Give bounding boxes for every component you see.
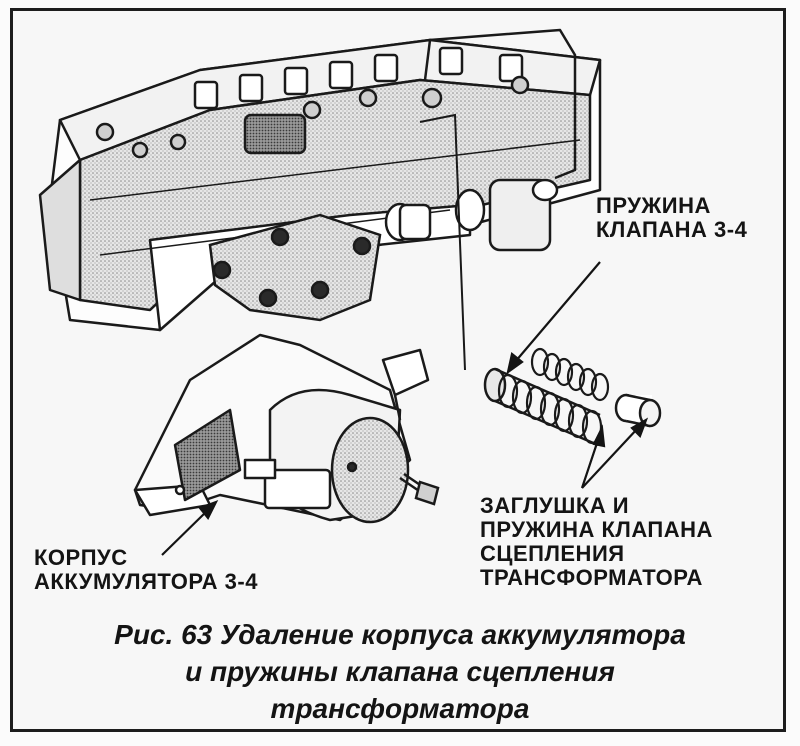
accumulator-body bbox=[133, 333, 430, 524]
valve-fitting bbox=[384, 178, 559, 252]
label-line: ПРУЖИНА bbox=[596, 193, 711, 218]
label-spring-valve-3-4: ПРУЖИНА КЛАПАНА 3-4 bbox=[596, 194, 747, 242]
cover-plate bbox=[208, 213, 382, 322]
accumulator-bolt bbox=[399, 472, 440, 506]
caption-line: трансформатора bbox=[270, 693, 530, 724]
label-line: КОРПУС bbox=[34, 545, 128, 570]
label-line: ПРУЖИНА КЛАПАНА bbox=[480, 517, 713, 542]
label-line: СЦЕПЛЕНИЯ bbox=[480, 541, 625, 566]
label-line: КЛАПАНА 3-4 bbox=[596, 217, 748, 242]
label-accumulator-body: КОРПУС АККУМУЛЯТОРА 3-4 bbox=[34, 546, 258, 594]
caption-line: Рис. 63 Удаление корпуса аккумулятора bbox=[114, 619, 686, 650]
alignment-path bbox=[419, 113, 466, 371]
springs bbox=[483, 347, 662, 447]
figure-caption: Рис. 63 Удаление корпуса аккумулятора и … bbox=[40, 616, 760, 727]
label-line: АККУМУЛЯТОРА 3-4 bbox=[34, 569, 258, 594]
label-line: ЗАГЛУШКА И bbox=[480, 493, 630, 518]
label-plug-and-spring: ЗАГЛУШКА И ПРУЖИНА КЛАПАНА СЦЕПЛЕНИЯ ТРА… bbox=[480, 494, 713, 590]
caption-line: и пружины клапана сцепления bbox=[185, 656, 615, 687]
leader-lines bbox=[161, 261, 649, 556]
label-line: ТРАНСФОРМАТОРА bbox=[480, 565, 703, 590]
